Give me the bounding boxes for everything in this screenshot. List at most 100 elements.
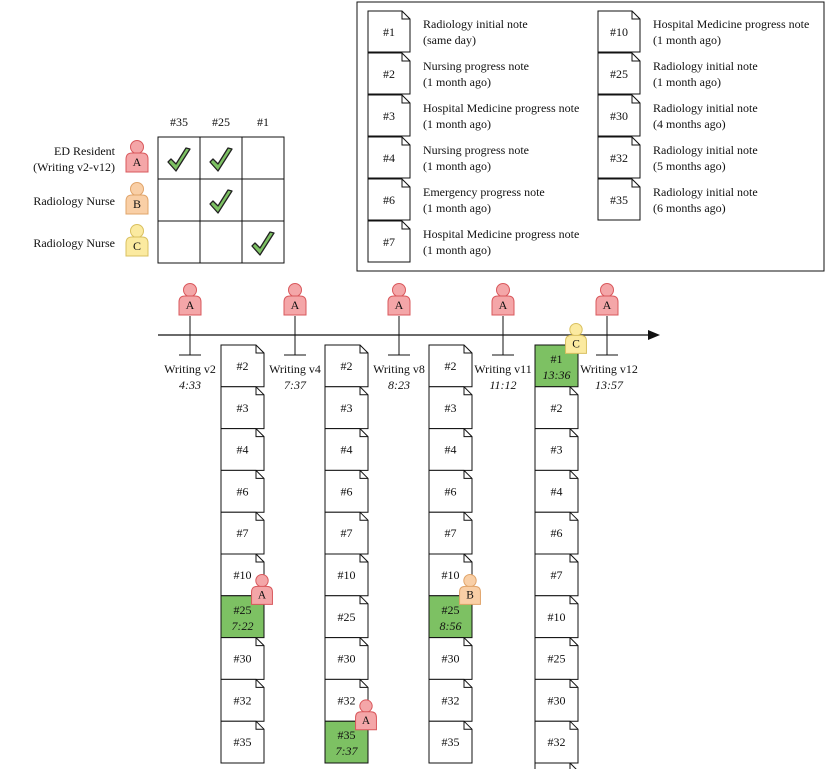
timeline-person-icon: A <box>387 283 411 316</box>
matrix-column-header: #35 <box>170 115 188 129</box>
legend-doc-title: Radiology initial note <box>653 59 758 73</box>
document-outline <box>367 136 411 179</box>
stack-document <box>534 595 579 639</box>
stack-doc-id: #35 <box>338 728 356 742</box>
document-fold <box>359 345 368 354</box>
document-outline <box>428 386 473 430</box>
document-outline <box>428 720 473 764</box>
person-letter: A <box>186 298 195 312</box>
document-outline <box>367 220 411 263</box>
stack-doc-id: #32 <box>548 735 566 749</box>
person-body <box>565 334 587 354</box>
stack-doc-id: #30 <box>442 652 460 666</box>
stack-doc-id: #32 <box>338 693 356 707</box>
document-outline <box>534 678 579 722</box>
document-fold <box>569 470 578 479</box>
timeline-person-icon: A <box>178 283 202 316</box>
stack-viewer-icon: B <box>459 573 481 605</box>
stack-doc-id: #25 <box>442 603 460 617</box>
document-fold <box>359 554 368 563</box>
stack-doc-id: #4 <box>445 443 457 457</box>
legend-doc-title: Radiology initial note <box>423 17 528 31</box>
legend-doc-id: #35 <box>610 193 628 207</box>
person-body <box>125 194 149 215</box>
check-mark-icon <box>209 147 233 172</box>
stack-doc-id: #25 <box>338 610 356 624</box>
legend-doc-title: Nursing progress note <box>423 143 529 157</box>
document-fold <box>255 428 264 438</box>
document-outline <box>428 595 473 639</box>
document-outline <box>534 511 579 555</box>
legend-doc-id: #30 <box>610 109 628 123</box>
person-body <box>459 585 481 605</box>
legend-doc-age: (1 month ago) <box>423 159 491 173</box>
stack-doc-id: #7 <box>551 568 563 582</box>
document-fold <box>631 53 640 62</box>
person-body <box>355 711 377 731</box>
stack-viewer-icon: C <box>565 322 587 354</box>
document-outline <box>220 720 265 764</box>
stack-document <box>428 386 473 430</box>
stack-viewer-icon: A <box>355 699 377 731</box>
stack-document <box>324 511 369 555</box>
document-outline <box>534 720 579 764</box>
stack-doc-id: #10 <box>548 610 566 624</box>
person-body <box>178 295 202 316</box>
stack-document <box>220 511 265 555</box>
legend-doc-age: (same day) <box>423 33 476 47</box>
stack-doc-id: #3 <box>551 443 563 457</box>
document-outline <box>428 344 473 388</box>
stack-document <box>534 720 579 764</box>
document-fold <box>255 386 264 396</box>
stack-document <box>428 678 473 722</box>
timeline-event-label: Writing v4 <box>269 362 321 376</box>
document-outline <box>367 52 411 95</box>
person-head <box>392 283 406 297</box>
timeline-event-time: 11:12 <box>489 378 516 392</box>
document-stack: #2#3#4#6#7#10#258:56#30#32#35B <box>428 344 481 764</box>
document-fold <box>401 95 410 104</box>
stack-document <box>324 386 369 430</box>
document-fold <box>569 721 578 730</box>
matrix-cell <box>157 178 201 222</box>
document-fold <box>463 345 472 354</box>
stack-doc-id: #7 <box>445 526 457 540</box>
check-mark-icon <box>251 231 275 256</box>
stack-doc-id: #1 <box>551 352 563 366</box>
stack-doc-id: #32 <box>442 693 460 707</box>
legend-document <box>367 220 411 263</box>
timeline-person-icon: A <box>283 283 307 316</box>
person-letter: A <box>291 298 300 312</box>
legend-doc-title: Nursing progress note <box>423 59 529 73</box>
document-fold <box>255 721 264 730</box>
document-outline <box>428 637 473 680</box>
person-head <box>496 283 510 297</box>
document-outline <box>220 386 265 430</box>
stack-document <box>428 511 473 555</box>
document-fold <box>463 721 472 730</box>
person-letter: C <box>133 239 141 253</box>
timeline-event-time: 7:37 <box>284 378 307 392</box>
stack-doc-id: #6 <box>341 484 353 498</box>
document-outline <box>367 10 411 53</box>
legend-doc-title: Hospital Medicine progress note <box>423 227 579 241</box>
legend-doc-id: #7 <box>383 235 395 249</box>
document-fold <box>569 512 578 521</box>
stack-doc-id: #10 <box>234 568 252 582</box>
stack-document <box>220 469 265 513</box>
document-fold <box>359 428 368 438</box>
stack-viewer-icon: A <box>251 573 273 605</box>
person-body <box>595 295 619 316</box>
person-head <box>463 573 477 588</box>
legend-doc-age: (6 months ago) <box>653 201 726 215</box>
legend-box <box>356 1 825 272</box>
